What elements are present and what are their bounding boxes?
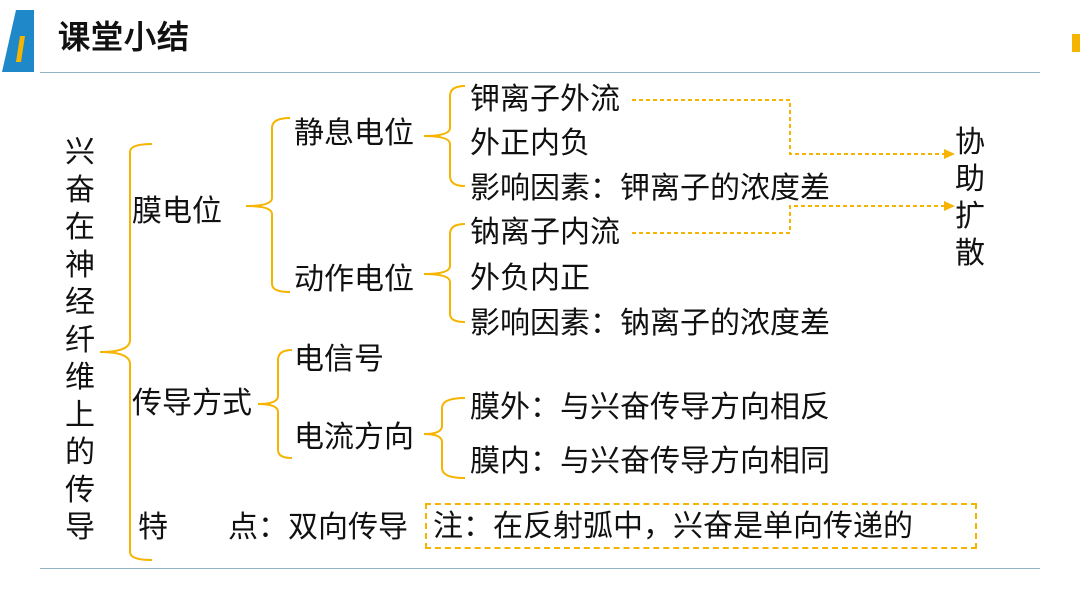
branch-feature-label: 特 点： (138, 510, 288, 545)
bracket-current (423, 397, 466, 479)
facilitated-diffusion-label: 协助扩散 (955, 125, 985, 271)
root-topic: 兴奋在神经纤维上的传导 (65, 135, 95, 545)
resting-item-2: 外正内负 (470, 126, 590, 161)
action-item-1: 钠离子内流 (470, 215, 620, 250)
branch-feature-value: 双向传导 (288, 510, 408, 545)
bracket-action (423, 223, 466, 323)
arrowhead-sodium (944, 201, 955, 211)
resting-potential-label: 静息电位 (294, 116, 414, 151)
bracket-membrane-potential (245, 117, 291, 293)
resting-item-3: 影响因素：钾离子的浓度差 (470, 171, 830, 206)
electric-signal-label: 电信号 (294, 342, 384, 377)
arrowhead-potassium (944, 149, 955, 159)
bracket-conduction (257, 349, 293, 459)
action-potential-label: 动作电位 (294, 262, 414, 297)
dashed-link-sodium (632, 205, 945, 234)
current-item-inside: 膜内：与兴奋传导方向相同 (470, 444, 830, 479)
header-accent-shape (2, 10, 34, 72)
dashed-link-potassium (632, 99, 945, 155)
branch-conduction-mode: 传导方式 (132, 386, 252, 421)
bottom-divider (40, 568, 1040, 569)
current-direction-label: 电流方向 (294, 420, 414, 455)
note-box (425, 503, 977, 549)
resting-item-1: 钾离子外流 (470, 82, 620, 117)
note-text: 注：在反射弧中，兴奋是单向传递的 (433, 509, 913, 544)
top-divider (40, 72, 1040, 73)
current-item-outside: 膜外：与兴奋传导方向相反 (470, 390, 830, 425)
bracket-root (99, 143, 153, 561)
bracket-resting (423, 85, 466, 187)
action-item-2: 外负内正 (470, 261, 590, 296)
page-title: 课堂小结 (58, 18, 191, 56)
branch-membrane-potential: 膜电位 (132, 194, 222, 229)
header-accent-bar-right (1072, 34, 1080, 52)
action-item-3: 影响因素：钠离子的浓度差 (470, 306, 830, 341)
